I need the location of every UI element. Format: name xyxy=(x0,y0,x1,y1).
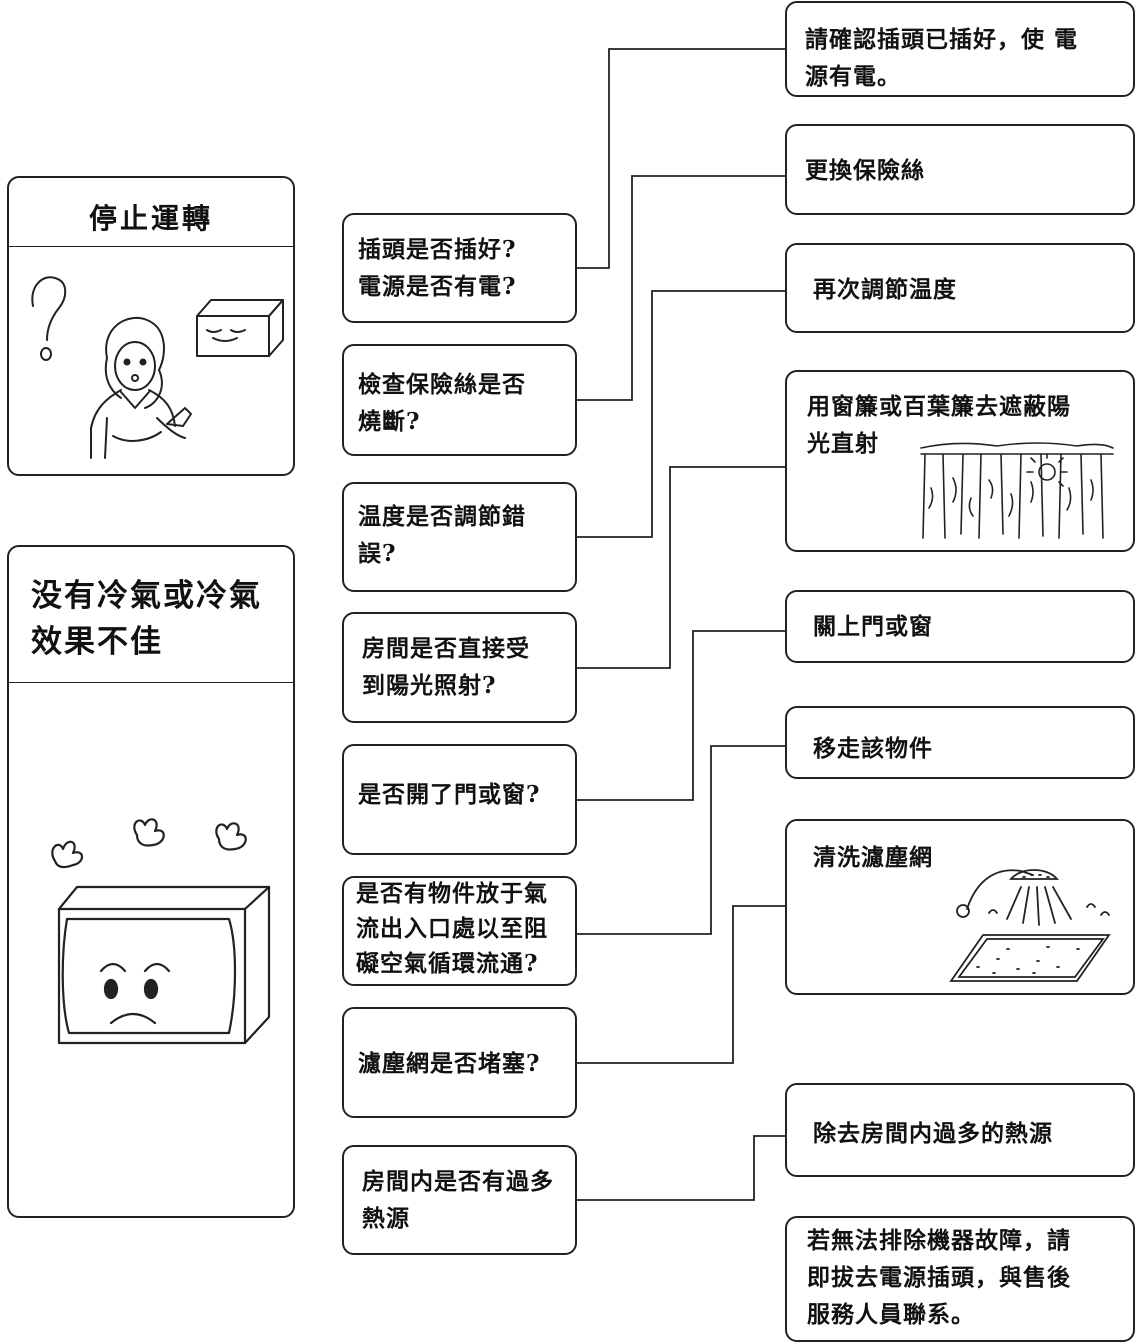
panel-title: 没有冷氣或冷氣 效果不佳 xyxy=(31,578,262,660)
solution-contact-service: 若無法排除機器故障，請 即拔去電源插頭，與售後 服務人員聯系。 xyxy=(785,1216,1135,1342)
check-obstruction: 是否有物件放于氣 流出入口處以至阻 礙空氣循環流通? xyxy=(342,876,577,986)
solution-clean-filter: 清洗濾塵網 xyxy=(785,819,1135,995)
connector-3 xyxy=(577,290,785,538)
solution-text: 若無法排除機器故障，請 即拔去電源插頭，與售後 服務人員聯系。 xyxy=(807,1227,1071,1328)
check-text: 温度是否調節錯 誤? xyxy=(358,503,526,567)
solution-plug-in: 請確認插頭已插好，使 電 源有電。 xyxy=(785,1,1135,97)
check-text: 房間是否直接受 到陽光照射? xyxy=(362,635,530,699)
connector-4 xyxy=(577,466,785,669)
solution-text: 再次調節温度 xyxy=(813,276,957,303)
panel-no-cooling: 没有冷氣或冷氣 效果不佳 xyxy=(7,545,295,1218)
connector-7 xyxy=(577,905,785,1064)
panel-title: 停止運轉 xyxy=(88,202,213,235)
solution-cover-window: 用窗簾或百葉簾去遮蔽陽 光直射 xyxy=(785,370,1135,552)
connector-2 xyxy=(577,175,785,401)
solution-text: 關上門或窗 xyxy=(813,613,933,640)
panel-divider xyxy=(9,682,293,683)
curtain-illustration xyxy=(920,442,1114,539)
connector-8 xyxy=(577,1135,785,1201)
check-fuse: 檢查保險絲是否 燒斷? xyxy=(342,344,577,456)
solution-text: 移走該物件 xyxy=(813,735,933,762)
solution-text: 請確認插頭已插好，使 電 源有電。 xyxy=(805,26,1079,90)
solution-text: 除去房間内過多的熱源 xyxy=(813,1120,1053,1147)
connector-1 xyxy=(577,48,785,269)
shower-filter-illustration xyxy=(949,869,1111,982)
solution-close-door: 關上門或窗 xyxy=(785,590,1135,663)
check-text: 插頭是否插好? 電源是否有電? xyxy=(358,236,517,300)
panel-divider xyxy=(9,246,293,247)
confused-woman-illustration xyxy=(31,276,284,459)
check-text: 是否開了門或窗? xyxy=(358,781,541,808)
check-text: 檢查保險絲是否 燒斷? xyxy=(358,371,526,435)
panel-stop-operation: 停止運轉 xyxy=(7,176,295,476)
solution-text: 用窗簾或百葉簾去遮蔽陽 光直射 xyxy=(807,393,1071,457)
check-heat-source: 房間内是否有過多 熱源 xyxy=(342,1145,577,1255)
check-door-window: 是否開了門或窗? xyxy=(342,744,577,855)
connector-5 xyxy=(577,630,785,801)
check-temperature: 温度是否調節錯 誤? xyxy=(342,482,577,592)
solution-text: 更換保險絲 xyxy=(805,157,925,184)
check-text: 房間内是否有過多 熱源 xyxy=(362,1168,554,1232)
check-power-plug: 插頭是否插好? 電源是否有電? xyxy=(342,213,577,323)
connector-6 xyxy=(577,745,785,935)
check-sunlight: 房間是否直接受 到陽光照射? xyxy=(342,612,577,723)
check-text: 濾塵網是否堵塞? xyxy=(358,1050,541,1077)
solution-remove-object: 移走該物件 xyxy=(785,706,1135,779)
solution-replace-fuse: 更換保險絲 xyxy=(785,124,1135,215)
solution-readjust-temp: 再次調節温度 xyxy=(785,243,1135,333)
solution-text: 清洗濾塵網 xyxy=(813,844,933,871)
solution-remove-heat: 除去房間内過多的熱源 xyxy=(785,1083,1135,1177)
check-filter: 濾塵網是否堵塞? xyxy=(342,1007,577,1118)
check-text: 是否有物件放于氣 流出入口處以至阻 礙空氣循環流通? xyxy=(356,880,548,977)
sad-air-conditioner-illustration xyxy=(51,818,271,1045)
